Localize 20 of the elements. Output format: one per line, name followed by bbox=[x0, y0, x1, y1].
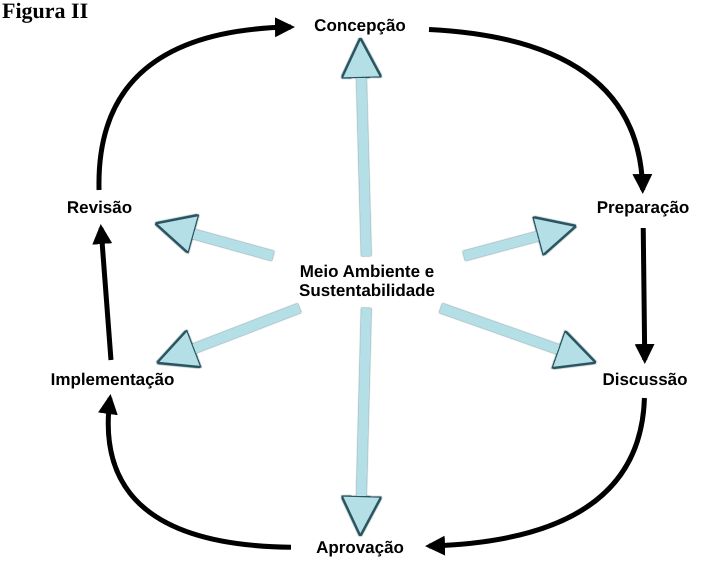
block-arrow bbox=[462, 216, 578, 261]
figure-title: Figura II bbox=[2, 0, 88, 24]
curved-arrow bbox=[98, 394, 292, 550]
stage-label: Meio Ambiente e Sustentabilidade bbox=[262, 262, 472, 302]
stage-label: Revisão bbox=[42, 194, 157, 222]
stage-label: Preparação bbox=[568, 194, 718, 222]
block-arrow bbox=[156, 303, 302, 368]
block-arrow bbox=[340, 308, 383, 538]
curved-arrow bbox=[96, 18, 295, 190]
stage-label: Aprovação bbox=[295, 534, 425, 562]
stage-label: Concepção bbox=[295, 12, 425, 40]
curved-arrow bbox=[634, 228, 655, 364]
stage-label: Discussão bbox=[572, 366, 718, 394]
curved-arrow bbox=[428, 26, 652, 194]
stage-label: Implementação bbox=[5, 366, 220, 394]
curved-arrow bbox=[425, 398, 647, 556]
block-arrow bbox=[340, 36, 383, 256]
block-arrow bbox=[439, 303, 597, 370]
block-arrow bbox=[154, 214, 274, 261]
curved-arrow bbox=[92, 224, 114, 360]
